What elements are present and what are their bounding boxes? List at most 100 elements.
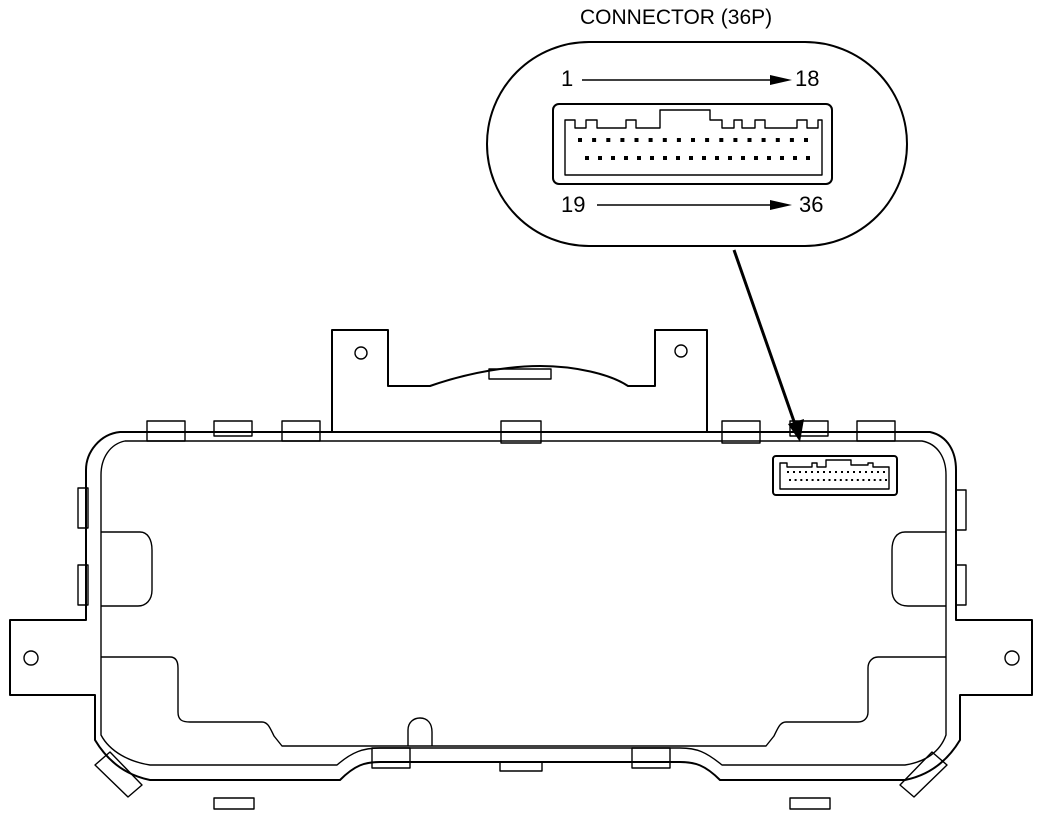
connector-enlarged (552, 103, 833, 185)
connector-pin (845, 479, 848, 481)
bottom-center-notch (407, 717, 433, 746)
connector-pin (676, 156, 680, 160)
connector-pin (747, 138, 752, 142)
connector-inner-keyway (564, 109, 823, 176)
connector-pin (799, 471, 801, 473)
connector-pin (620, 138, 625, 142)
connector-pin (885, 479, 887, 481)
connector-pin (650, 156, 654, 160)
connector-pin (611, 156, 615, 160)
connector-pin (859, 471, 861, 473)
connector-pin (793, 471, 795, 473)
connector-pin (728, 156, 732, 160)
connector-pin (761, 138, 766, 142)
connector-top-pin-row (578, 138, 808, 142)
connector-pin (811, 471, 813, 473)
housing-inner-outline (100, 440, 947, 766)
connector-outer-shell (552, 103, 833, 185)
bottom-row-arrowhead-icon (770, 200, 792, 210)
side-tab-right (955, 489, 967, 531)
connector-pin (817, 471, 819, 473)
connector-pin (865, 471, 867, 473)
top-mounting-bracket (321, 329, 723, 433)
connector-pin (856, 479, 859, 481)
cluster-connector-keyway (779, 459, 890, 490)
cluster-connector-bottom-pin-row (789, 479, 887, 481)
connector-pin (839, 479, 842, 481)
connector-pin (578, 138, 582, 142)
connector-title: CONNECTOR (36P) (580, 6, 772, 29)
cluster-connector-top-pin-row (787, 471, 885, 473)
connector-pin (719, 138, 724, 142)
connector-pin (828, 479, 831, 481)
pin-label-36: 36 (799, 192, 823, 217)
connector-pin (648, 138, 653, 142)
connector-pin (592, 138, 597, 142)
connector-pin (634, 138, 639, 142)
bottom-tab (631, 747, 671, 769)
lower-inner-contour (101, 656, 946, 747)
housing-outer-outline (9, 431, 1033, 781)
connector-pin (715, 156, 719, 160)
connector-pin (787, 471, 789, 473)
connector-pin (606, 138, 611, 142)
pin-label-19: 19 (561, 192, 585, 217)
connector-pin (689, 156, 693, 160)
connector-pin (780, 156, 784, 160)
right-inner-contour (891, 531, 946, 607)
connector-pin (676, 138, 681, 142)
side-tab-left (77, 564, 89, 606)
connector-pin (691, 138, 695, 142)
connector-pin (754, 156, 758, 160)
connector-pin (873, 479, 876, 481)
connector-pin (789, 479, 791, 481)
connector-pin (767, 156, 771, 160)
bottom-tab (371, 747, 411, 769)
top-row-arrowhead-icon (770, 75, 792, 85)
connector-pin (822, 479, 825, 481)
connector-pin (705, 138, 710, 142)
mounting-hole-top-left-icon (354, 346, 368, 360)
connector-pin (775, 138, 780, 142)
connector-pin (853, 471, 855, 473)
connector-pin (835, 471, 837, 473)
connector-pin (829, 471, 831, 473)
connector-pin (834, 479, 837, 481)
connector-pin (741, 156, 745, 160)
gauge-cluster-housing (9, 329, 1033, 810)
bottom-tab (789, 797, 831, 810)
connector-pin (663, 156, 667, 160)
bottom-left-corner-tab (94, 751, 143, 798)
connector-pin (883, 471, 885, 473)
mounting-hole-right-icon (1004, 650, 1020, 666)
connector-pin (862, 479, 865, 481)
connector-pin (868, 479, 871, 481)
connector-pin (811, 479, 814, 481)
connector-pin (841, 471, 843, 473)
connector-pin (806, 156, 810, 160)
connector-pin (789, 138, 794, 142)
connector-pin (851, 479, 854, 481)
connector-pin (847, 471, 849, 473)
top-center-tab (488, 368, 552, 380)
connector-pin (823, 471, 825, 473)
cluster-connector-shell (772, 455, 898, 496)
callout-leader-line (732, 249, 799, 431)
top-tab (789, 420, 829, 437)
side-tab-left (77, 487, 89, 529)
top-tab (213, 420, 253, 437)
mounting-hole-top-right-icon (674, 344, 688, 358)
mounting-hole-left-icon (23, 650, 39, 666)
connector-pin (624, 156, 628, 160)
connector-pin (871, 471, 873, 473)
callout-oval (486, 41, 908, 247)
connector-pin (805, 479, 808, 481)
connector-pin (879, 479, 882, 481)
connector-pin (817, 479, 820, 481)
connector-pin (598, 156, 602, 160)
connector-pin (793, 156, 797, 160)
bottom-right-corner-tab (899, 751, 948, 798)
left-inner-contour (101, 531, 153, 607)
